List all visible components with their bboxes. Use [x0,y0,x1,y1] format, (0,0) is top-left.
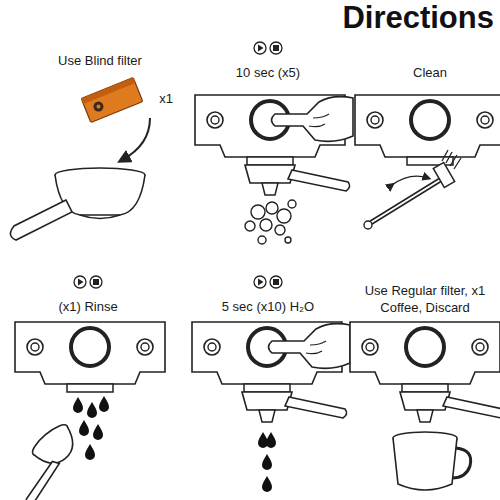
page-title: Directions [342,0,494,36]
water-drops [73,396,109,460]
step-label: Clean [380,64,480,81]
quantity-label: x1 [151,90,181,107]
brush-handle [372,180,440,222]
panel-backflush [195,42,353,244]
coffee-cup [393,432,471,490]
insert-arrow [122,118,150,160]
brush-head [433,150,461,188]
panel-coffee [350,322,500,490]
step-label: 5 sec (x10) H₂O [193,298,343,315]
step-label: 10 sec (x5) [203,64,333,81]
cleaner-packet [81,77,143,122]
tilted-portafilter [1,420,92,500]
step-label: Use Blind filter [30,52,170,69]
scrub-arrow [392,176,428,185]
step-label: (x1) Rinse [23,298,153,315]
water-drops [258,432,276,492]
step-label: Use Regular filter, x1 Coffee, Discard [361,282,489,316]
espresso-machine [15,322,165,392]
portafilter [242,392,347,422]
panel-water-flush [192,276,350,492]
pressing-hand [272,97,354,142]
portafilter [245,165,350,195]
play-stop-icon [254,276,282,288]
panel-blind-filter [10,77,150,240]
espresso-machine [355,95,500,165]
panel-rinse [1,276,165,500]
pressing-hand [269,324,351,369]
play-stop-icon [254,42,282,54]
foam-bubbles [245,200,296,244]
espresso-machine [350,322,500,392]
portafilter-handle [10,200,72,240]
portafilter [400,392,500,422]
play-stop-icon [74,276,102,288]
panel-clean [355,95,500,229]
